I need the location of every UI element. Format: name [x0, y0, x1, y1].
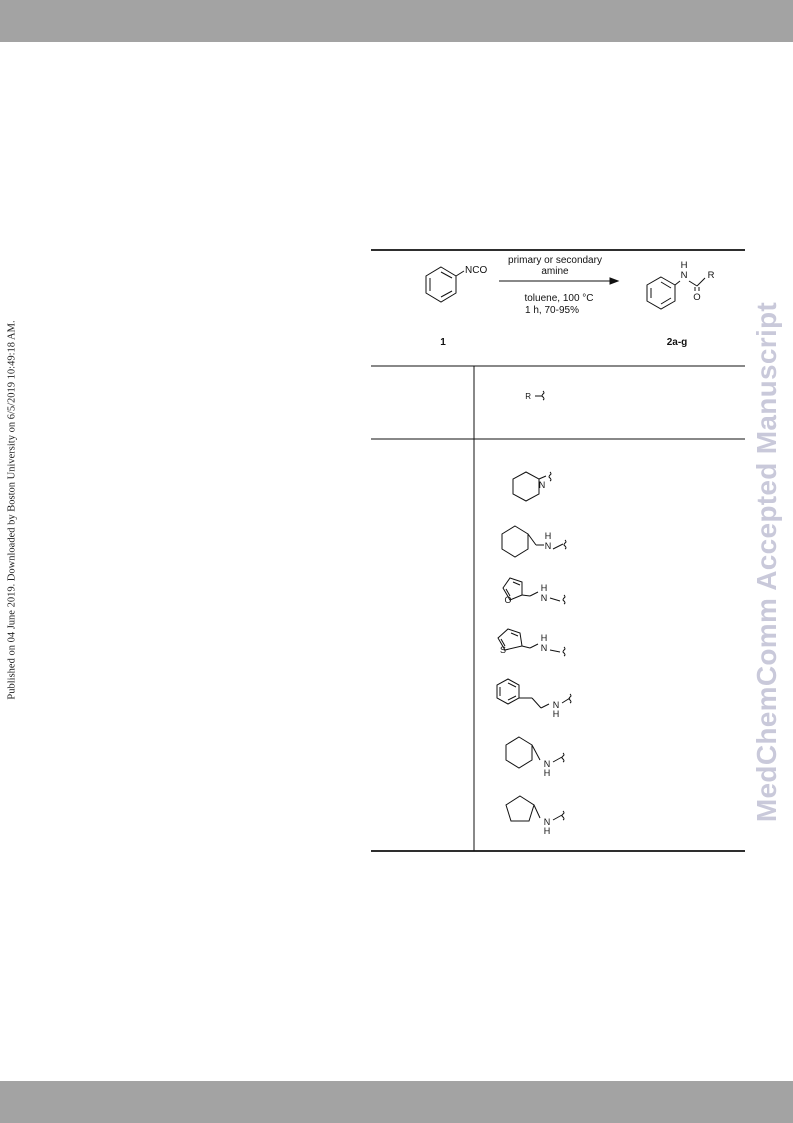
isocyanate-label: NCO: [465, 265, 487, 276]
row6-n: N: [544, 759, 551, 769]
row5-h: H: [553, 709, 560, 719]
furfurylamine-structure: [502, 577, 566, 605]
condition-line-2: 1 h, 70-95%: [525, 305, 579, 316]
thiophene-s: S: [500, 645, 506, 655]
r-group-attachment: [535, 390, 545, 401]
row2-n: N: [545, 541, 552, 551]
product-amide-structure: [646, 276, 706, 310]
phenyl-isocyanate-structure: [425, 266, 465, 303]
piperidine-structure: [512, 471, 552, 502]
row3-h: H: [541, 583, 548, 593]
thenylamine-structure: [497, 628, 566, 657]
row7-h: H: [544, 826, 551, 836]
row5-n: N: [553, 700, 560, 710]
r-group-header: R: [525, 392, 531, 401]
row7-n: N: [544, 817, 551, 827]
top-header-bar: [0, 0, 793, 42]
furan-o: O: [504, 595, 511, 605]
product-o: O: [693, 292, 700, 303]
product-r: R: [708, 270, 715, 281]
reagent-line-2: amine: [541, 266, 569, 277]
row3-n: N: [541, 593, 548, 603]
cyclohexylamine-structure: [505, 736, 565, 769]
row2-h: H: [545, 531, 552, 541]
reaction-arrow: [499, 277, 620, 285]
cyclopentylamine-structure: [505, 795, 565, 822]
condition-line-1: toluene, 100 °C: [524, 293, 593, 304]
row6-h: H: [544, 768, 551, 778]
product-nh-n: N: [681, 270, 688, 281]
cyclohexylmethylamine-structure: [501, 525, 567, 558]
phenethylamine-structure: [496, 678, 572, 709]
compound-2-label: 2a-g: [667, 337, 688, 348]
product-nh-h: H: [681, 260, 688, 271]
compound-1-label: 1: [440, 337, 446, 348]
row4-h: H: [541, 633, 548, 643]
row4-n: N: [541, 643, 548, 653]
bottom-footer-bar: [0, 1081, 793, 1123]
piperidine-n: N: [539, 480, 546, 490]
reagent-line-1: primary or secondary: [508, 255, 602, 266]
